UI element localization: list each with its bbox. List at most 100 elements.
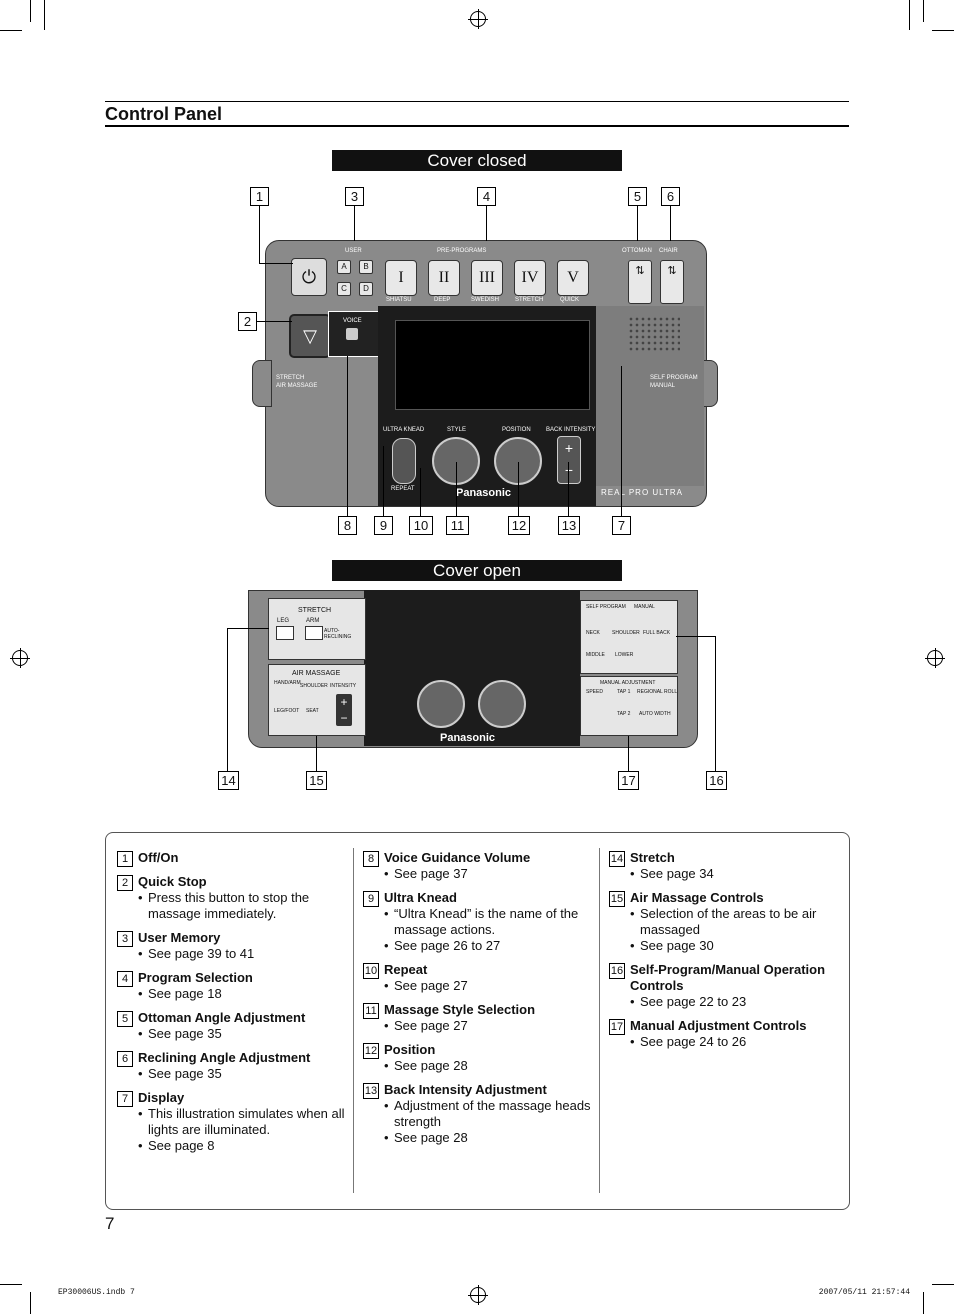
leader-line [354,205,355,241]
manual-adjustment-panel [580,676,678,736]
callout-10: 10 [409,516,433,535]
page-number: 7 [105,1214,115,1233]
legend-number: 6 [117,1051,133,1067]
real-pro-logo: REAL PRO ULTRA [601,488,684,497]
ottoman-label: OTTOMAN [622,248,652,254]
legend-entry: 6 Reclining Angle AdjustmentSee page 35 [117,1050,349,1082]
legend-number: 15 [609,891,625,907]
style-label: STYLE [447,427,467,433]
legend-number: 10 [363,963,379,979]
open-manual-label: MANUAL [634,604,655,610]
legend-note: Selection of the areas to be air massage… [630,906,841,938]
column-divider [599,848,600,1193]
leader-line [316,736,317,772]
legend-title: Quick Stop [138,874,207,889]
callout-12: 12 [508,516,530,535]
column-divider [353,848,354,1193]
chair-button[interactable]: ⇅ [660,260,684,304]
page-heading: Control Panel [105,104,223,124]
legend-note: See page 26 to 27 [384,938,595,954]
callout-5: 5 [628,187,647,206]
leader-line [621,366,622,516]
program-button-3[interactable]: III [471,260,503,296]
user-button-d[interactable]: D [359,282,373,296]
crop-mark [44,0,45,30]
leader-line [347,356,348,516]
leader-line [259,205,260,263]
crop-mark [909,0,910,30]
legend-title: Stretch [630,850,675,865]
quick-stop-button[interactable]: ▽ [289,314,331,358]
legend-title: Ultra Knead [384,890,457,905]
leader-line [486,205,487,241]
program-button-4[interactable]: IV [514,260,546,296]
power-button[interactable]: ⏻ [291,258,327,296]
legend-note: See page 8 [138,1138,349,1154]
position-label: POSITION [502,427,531,433]
legend-title: Off/On [138,850,179,865]
callout-11: 11 [446,516,469,535]
legend-number: 5 [117,1011,133,1027]
leader-line [568,462,569,516]
back-intensity-label: BACK INTENSITY [546,427,596,433]
registration-mark [10,648,30,668]
arm-stretch-button[interactable] [305,626,323,640]
area-neck: NECK [586,630,600,636]
legend-note: See page 34 [630,866,841,882]
user-button-c[interactable]: C [337,282,351,296]
pre-programs-label: PRE-PROGRAMS [437,248,487,254]
crop-mark [0,30,22,31]
leg-stretch-button[interactable] [276,626,294,640]
legend-note: See page 24 to 26 [630,1034,841,1050]
panel-side-left [252,360,272,407]
open-display-panel [364,590,580,746]
manual-tap2-label: TAP 2 [617,711,631,717]
legend-number: 8 [363,851,379,867]
cover-closed-title: Cover closed [332,150,622,171]
callout-14: 14 [218,771,239,790]
ultra-knead-button[interactable] [392,438,416,484]
air-intensity-label: INTENSITY [330,683,357,689]
open-auto-label: AUTO-RECLINING [324,628,352,640]
open-position-dial[interactable] [478,680,526,728]
program-button-5[interactable]: V [557,260,589,296]
legend-title: Position [384,1042,436,1057]
open-style-dial[interactable] [417,680,465,728]
callout-17: 17 [618,771,639,790]
footer-left: EP30006US.indb 7 [58,1288,135,1297]
voice-label: VOICE [343,318,362,324]
callout-8: 8 [338,516,357,535]
program-button-2[interactable]: II [428,260,460,296]
legend-title: User Memory [138,930,221,945]
self-program-manual-label: SELF PROGRAM MANUAL [650,375,698,389]
crop-mark [932,1284,954,1285]
cover-open-title: Cover open [332,560,622,581]
legend-number: 11 [363,1003,379,1019]
voice-button[interactable] [346,328,358,340]
legend-number: 3 [117,931,133,947]
area-shoulder: SHOULDER [612,630,640,636]
ottoman-button[interactable]: ⇅ [628,260,652,304]
legend-number: 1 [117,851,133,867]
air-hand-arm-label: HAND/ARM [274,680,301,686]
user-button-a[interactable]: A [337,260,351,274]
program-button-1[interactable]: I [385,260,417,296]
legend-title: Repeat [384,962,428,977]
crop-mark [0,1284,22,1285]
air-intensity-button[interactable]: +− [336,694,352,726]
legend-note: See page 35 [138,1066,349,1082]
legend-title: Ottoman Angle Adjustment [138,1010,306,1025]
user-button-b[interactable]: B [359,260,373,274]
program-name-3: SWEDISH [471,297,500,303]
leader-line [259,263,293,264]
back-intensity-button[interactable]: +− [557,436,581,484]
legend-title: Reclining Angle Adjustment [138,1050,311,1065]
legend-number: 4 [117,971,133,987]
air-seat-label: SEAT [306,708,319,714]
leader-line [383,446,384,516]
open-air-label: AIR MASSAGE [292,670,341,677]
callout-15: 15 [306,771,327,790]
